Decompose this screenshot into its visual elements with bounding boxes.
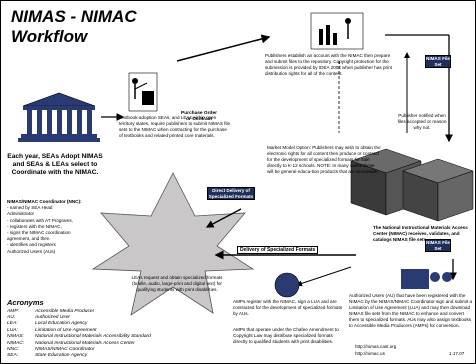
direct-delivery-label: Direct Delivery of Specialized Formats xyxy=(207,187,255,200)
nnc-heading: NIMAS/NIMAC Coordinator (NNC): xyxy=(7,199,82,204)
authorized-users-icon xyxy=(401,269,452,289)
nnc-item: - signs the NIMAC coordination xyxy=(7,229,71,235)
acronyms-heading: Acronyms xyxy=(7,298,44,307)
acronym-row: LUA:Limitation of Use Agreement xyxy=(7,327,97,333)
nnc-item: Authorized Users (AUs) xyxy=(7,248,56,254)
acronym-row: NNC:NIMAS/NIMAC Coordinator xyxy=(7,346,95,352)
nnc-item: agreement, and then xyxy=(7,236,50,242)
acronym-row: LEA:Local Education Agency xyxy=(7,321,88,327)
nnc-item: Administrator xyxy=(7,211,35,217)
textbook-adoption-text: Textbook-adoption SEAs, and LEAs within … xyxy=(119,115,231,138)
nnc-item: - named by SEA Head xyxy=(7,205,53,211)
nimac-server-icon xyxy=(350,148,474,222)
footer-url-cast[interactable]: http://nimas.cast.org xyxy=(355,344,397,349)
acronym-row: AU:Authorized User xyxy=(7,315,71,320)
purchase-order-label: Purchase Order or Contract xyxy=(181,111,217,122)
publisher-notified-text: Publisher notified when files accepted o… xyxy=(397,113,447,130)
lea-star-shape xyxy=(91,172,255,316)
footer-url-nimac[interactable]: http://nimac.us xyxy=(355,351,385,356)
page-title: NIMAS - NIMAC Workflow xyxy=(11,7,137,47)
market-model-text: Market Model Option: Publishers may wish… xyxy=(267,145,381,174)
publisher-icon xyxy=(310,12,364,50)
nnc-item: - registers with the NIMAC, xyxy=(7,223,62,229)
authorized-users-text: Authorized Users (AU) that have been reg… xyxy=(349,293,473,328)
acronyms-list: Acronyms AMP:Accessible Media Producer A… xyxy=(7,298,217,360)
nimas-file-set-label-2: NIMAS File Set xyxy=(425,239,451,252)
publishers-text: Publishers establish an account with the… xyxy=(265,53,392,76)
acronym-row: NIMAS:National Instructional Materials A… xyxy=(7,334,151,340)
acronym-row: NIMAC:National Instructional Materials A… xyxy=(7,340,135,346)
amp-icon xyxy=(274,272,300,298)
acronym-row: AMP:Accessible Media Producer xyxy=(7,308,95,314)
nimas-file-set-label-1: NIMAS File Set xyxy=(425,55,451,68)
amp-register-text: AMPs register with the NIMAC, sign a LUA… xyxy=(233,299,343,316)
delivery-label: Delivery of Specialized Formats xyxy=(237,246,319,254)
lea-text: LEAs request and obtain specialized form… xyxy=(131,275,223,292)
amp-chafee-text: AMPs that operate under the Chafee Amend… xyxy=(233,327,339,344)
textbook-adoption-icon xyxy=(128,72,158,112)
acronym-row: SEA:State Education Agency xyxy=(7,353,88,359)
intro-text: Each year, SEAs Adopt NIMAS and SEAs & L… xyxy=(7,153,103,177)
nnc-item: - identifies and registers xyxy=(7,242,56,248)
government-building-icon xyxy=(18,92,100,142)
nimac-text: The National Instructional Materials Acc… xyxy=(373,225,468,242)
nnc-description: NIMAS/NIMAC Coordinator (NNC): - named b… xyxy=(7,199,117,255)
footer-date: 1.17.07 xyxy=(449,351,465,356)
nnc-item: - collaborates with AT Programs, xyxy=(7,217,73,223)
